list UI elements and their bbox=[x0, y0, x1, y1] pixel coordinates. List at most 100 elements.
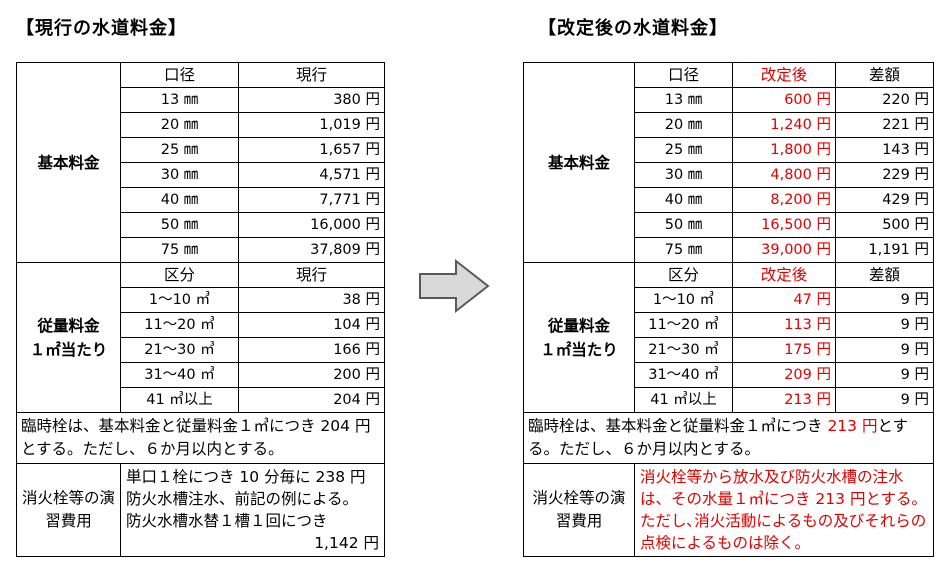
revised-fee: 16,500 円 bbox=[732, 212, 836, 238]
revised-fee: 1,240 円 bbox=[732, 112, 836, 138]
basic-fee-category: 基本料金 bbox=[16, 62, 121, 263]
column-header-revised: 改定後 bbox=[732, 262, 836, 288]
pipe-size: 50 ㎜ bbox=[634, 212, 733, 238]
revised-fees-heading: 【改定後の水道料金】 bbox=[538, 18, 728, 39]
drill-fee-line: 防火水槽水替１槽１回につき bbox=[126, 512, 328, 530]
revised-fee: 113 円 bbox=[732, 312, 836, 338]
revised-fee: 209 円 bbox=[732, 362, 836, 388]
drill-fee-amount: 1,142 円 bbox=[314, 534, 379, 552]
usage-range: 21～30 ㎥ bbox=[634, 337, 733, 363]
pipe-size: 75 ㎜ bbox=[634, 237, 733, 263]
pipe-size: 50 ㎜ bbox=[120, 212, 239, 238]
pipe-size: 40 ㎜ bbox=[120, 187, 239, 213]
column-header-range: 区分 bbox=[634, 262, 733, 288]
revised-fee: 39,000 円 bbox=[732, 237, 836, 263]
pipe-size: 20 ㎜ bbox=[634, 112, 733, 138]
column-header-size: 口径 bbox=[120, 62, 239, 88]
drill-fee-body: 単口１栓につき 10 分毎に 238 円 防火水槽注水、前記の例による。 防火水… bbox=[120, 463, 385, 557]
temporary-tap-note: 臨時栓は、基本料金と従量料金１㎥につき 213 円とする。ただし、６か月以内とす… bbox=[523, 412, 934, 464]
usage-range: 11～20 ㎥ bbox=[120, 312, 239, 338]
current-fees-heading: 【現行の水道料金】 bbox=[16, 18, 187, 39]
pipe-size: 30 ㎜ bbox=[634, 162, 733, 188]
drill-fee-label: 消火栓等の演習費用 bbox=[523, 463, 635, 557]
revised-fee: 600 円 bbox=[732, 87, 836, 113]
pipe-size: 25 ㎜ bbox=[634, 137, 733, 163]
volume-fee-title: 従量料金 bbox=[547, 316, 610, 335]
current-fee: 166 円 bbox=[238, 337, 385, 363]
column-header-difference: 差額 bbox=[835, 62, 934, 88]
current-fee: 380 円 bbox=[238, 87, 385, 113]
usage-range: 1～10 ㎥ bbox=[634, 287, 733, 313]
column-header-current: 現行 bbox=[238, 262, 385, 288]
revised-fee: 8,200 円 bbox=[732, 187, 836, 213]
pipe-size: 13 ㎜ bbox=[634, 87, 733, 113]
fee-difference: 429 円 bbox=[835, 187, 934, 213]
current-fee: 1,019 円 bbox=[238, 112, 385, 138]
usage-range: 41 ㎥以上 bbox=[120, 387, 239, 413]
volume-fee-title: 従量料金 bbox=[37, 316, 100, 335]
drill-fee-label: 消火栓等の演習費用 bbox=[16, 463, 121, 557]
volume-fee-unit: １㎡当たり bbox=[29, 340, 108, 359]
fee-difference: 9 円 bbox=[835, 387, 934, 413]
current-fee: 200 円 bbox=[238, 362, 385, 388]
temporary-tap-revised-amount: 213 円 bbox=[827, 417, 878, 435]
pipe-size: 30 ㎜ bbox=[120, 162, 239, 188]
pipe-size: 13 ㎜ bbox=[120, 87, 239, 113]
volume-fee-category: 従量料金 １㎡当たり bbox=[16, 262, 121, 413]
usage-range: 31～40 ㎥ bbox=[634, 362, 733, 388]
volume-fee-category: 従量料金 １㎡当たり bbox=[523, 262, 635, 413]
fee-difference: 9 円 bbox=[835, 362, 934, 388]
column-header-current: 現行 bbox=[238, 62, 385, 88]
pipe-size: 75 ㎜ bbox=[120, 237, 239, 263]
fee-difference: 220 円 bbox=[835, 87, 934, 113]
current-fee: 4,571 円 bbox=[238, 162, 385, 188]
current-fee: 37,809 円 bbox=[238, 237, 385, 263]
column-header-range: 区分 bbox=[120, 262, 239, 288]
drill-fee-line: 防火水槽注水、前記の例による。 bbox=[126, 490, 359, 508]
fee-difference: 221 円 bbox=[835, 112, 934, 138]
fee-difference: 500 円 bbox=[835, 212, 934, 238]
revised-fee: 4,800 円 bbox=[732, 162, 836, 188]
fee-difference: 9 円 bbox=[835, 337, 934, 363]
column-header-revised: 改定後 bbox=[732, 62, 836, 88]
usage-range: 11～20 ㎥ bbox=[634, 312, 733, 338]
usage-range: 1～10 ㎥ bbox=[120, 287, 239, 313]
current-fee: 7,771 円 bbox=[238, 187, 385, 213]
usage-range: 31～40 ㎥ bbox=[120, 362, 239, 388]
fee-difference: 9 円 bbox=[835, 287, 934, 313]
temporary-tap-note: 臨時栓は、基本料金と従量料金１㎥につき 204 円とする。ただし、６か月以内とす… bbox=[16, 412, 385, 464]
temporary-tap-note-suffix: とする。ただし、６か月以内とする。 bbox=[528, 417, 908, 458]
current-fee: 1,657 円 bbox=[238, 137, 385, 163]
current-fee: 38 円 bbox=[238, 287, 385, 313]
pipe-size: 25 ㎜ bbox=[120, 137, 239, 163]
current-fee: 104 円 bbox=[238, 312, 385, 338]
basic-fee-category: 基本料金 bbox=[523, 62, 635, 263]
column-header-size: 口径 bbox=[634, 62, 733, 88]
revised-fee: 47 円 bbox=[732, 287, 836, 313]
fee-difference: 1,191 円 bbox=[835, 237, 934, 263]
pipe-size: 40 ㎜ bbox=[634, 187, 733, 213]
usage-range: 41 ㎥以上 bbox=[634, 387, 733, 413]
revised-fee: 1,800 円 bbox=[732, 137, 836, 163]
drill-fee-line: 単口１栓につき 10 分毎に 238 円 bbox=[126, 468, 366, 486]
column-header-difference: 差額 bbox=[835, 262, 934, 288]
usage-range: 21～30 ㎥ bbox=[120, 337, 239, 363]
fee-difference: 9 円 bbox=[835, 312, 934, 338]
